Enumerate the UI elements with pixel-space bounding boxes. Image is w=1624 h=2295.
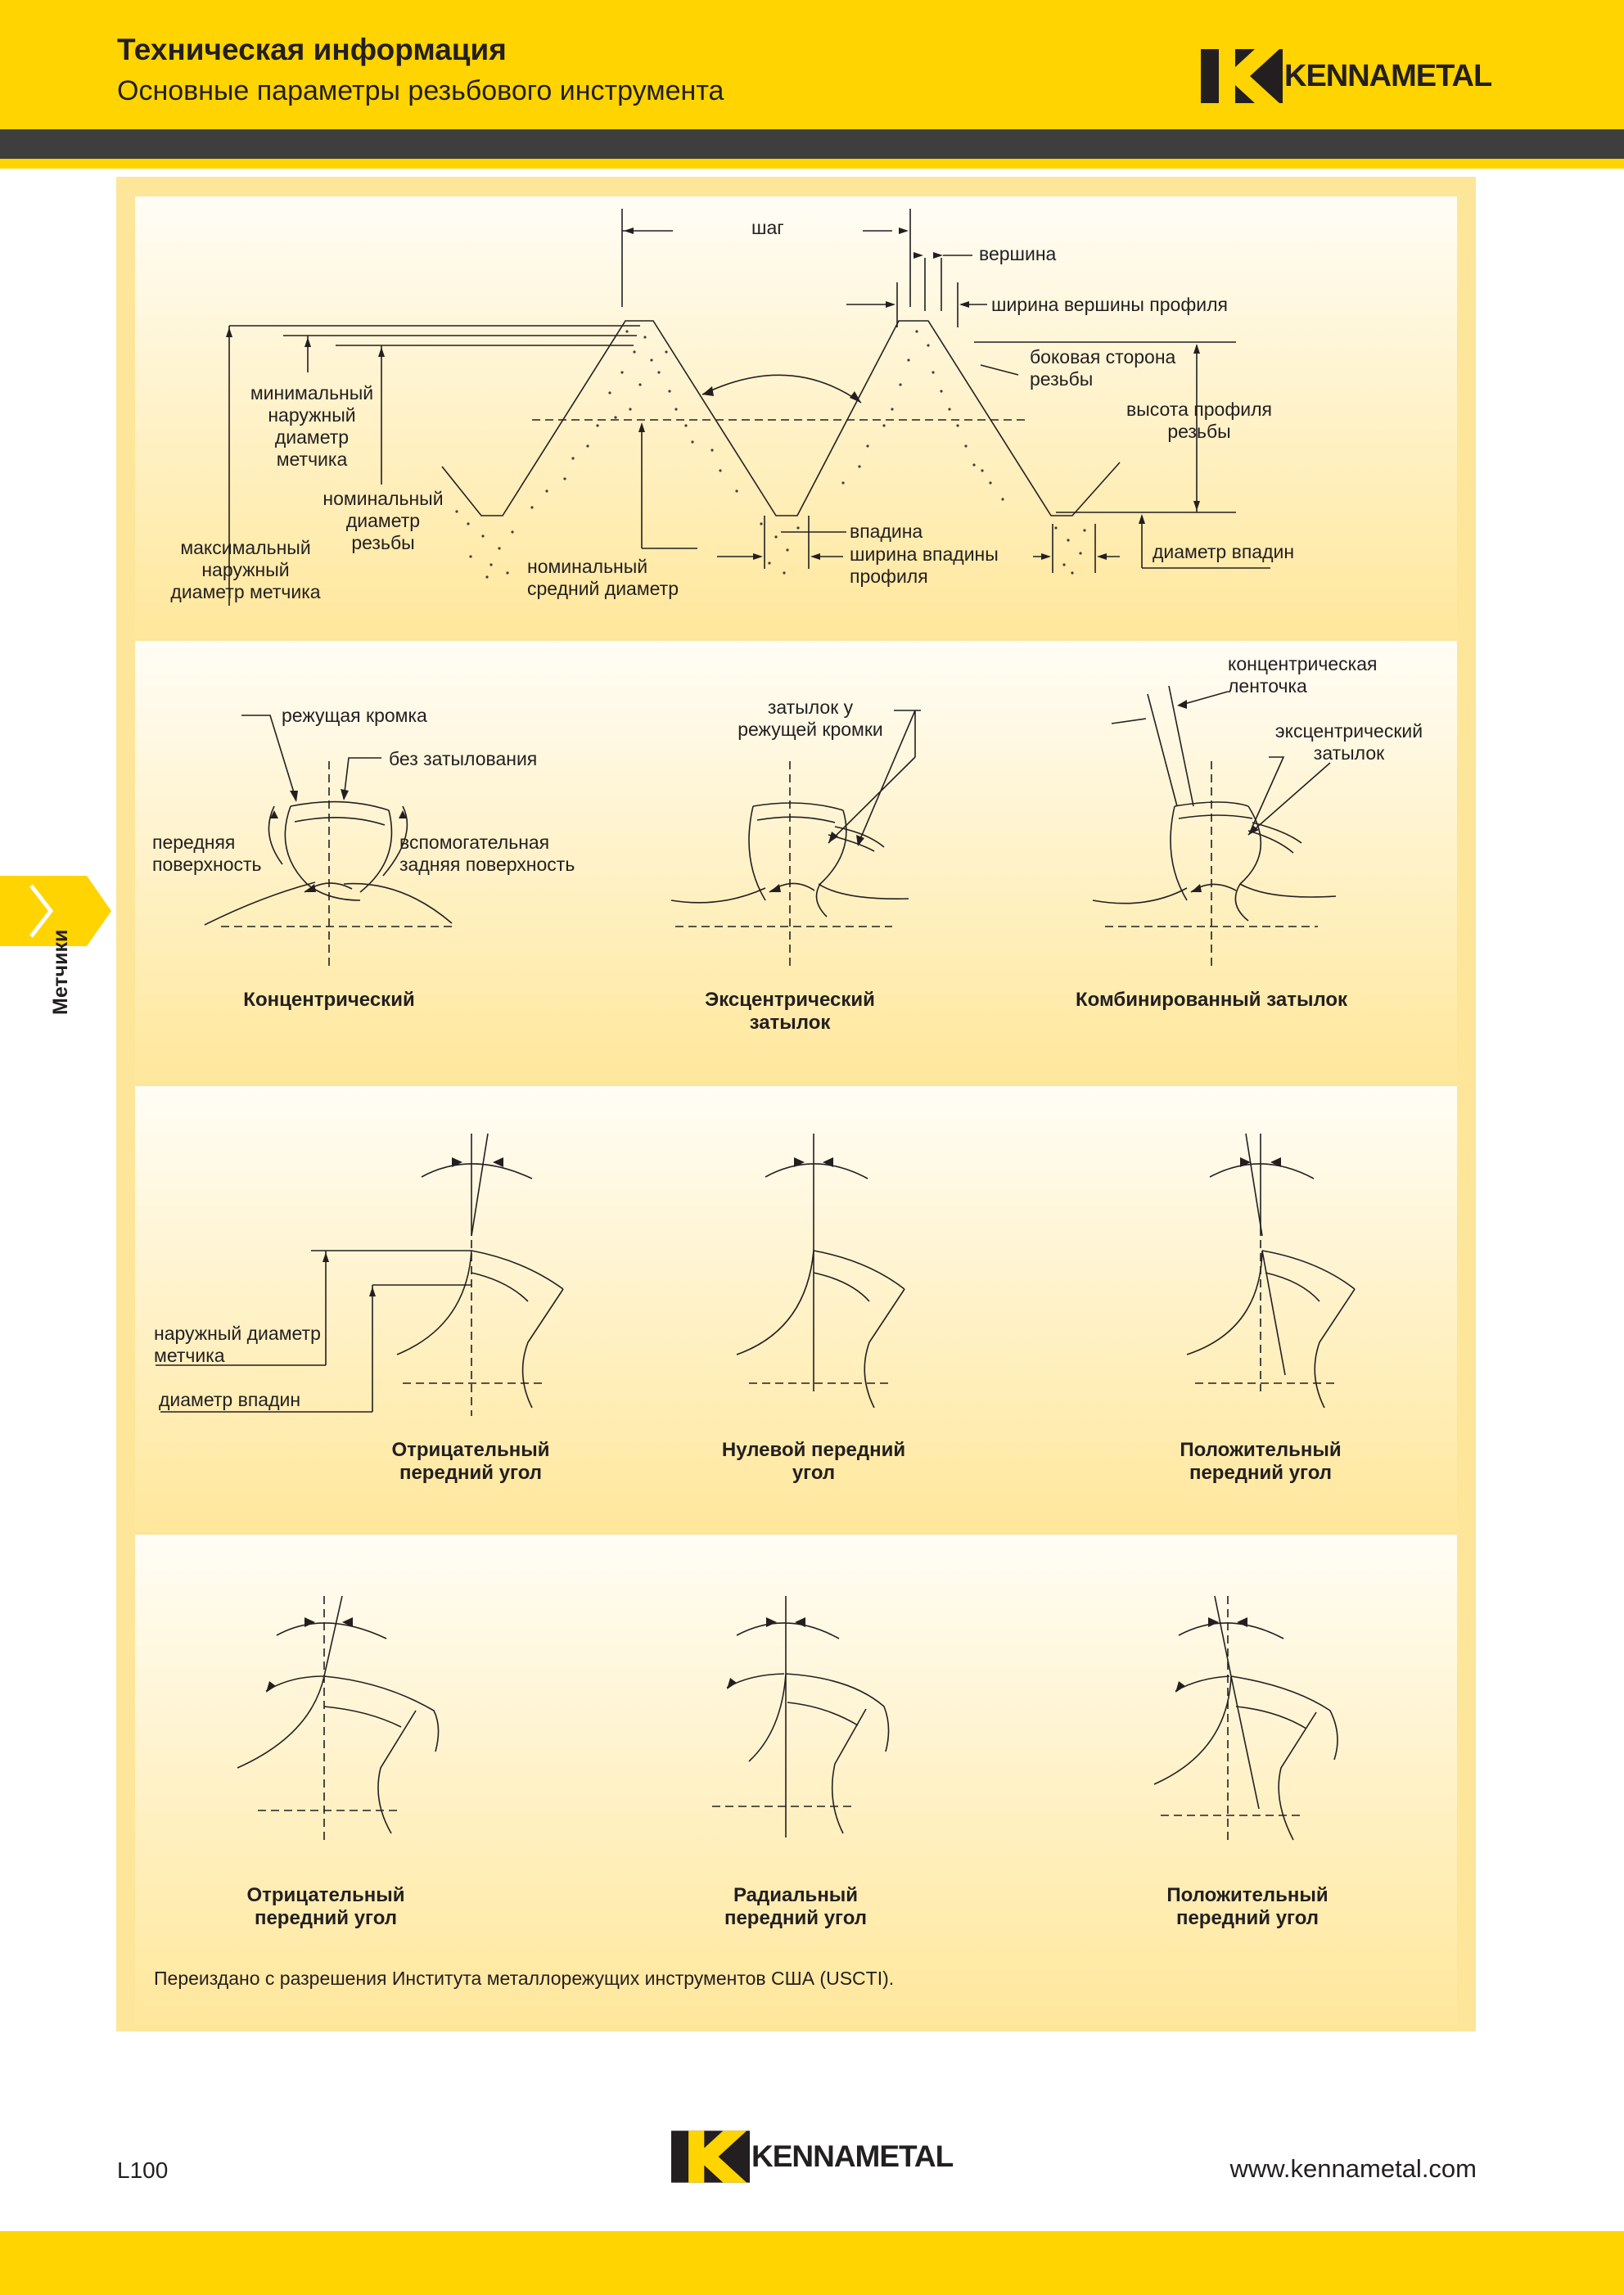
label-hook-minor-diameter: диаметр впадин	[159, 1389, 301, 1410]
caption-eccentric: Эксцентрический затылок	[705, 989, 875, 1034]
caption-combined: Комбинированный затылок	[1075, 989, 1348, 1011]
footer-url[interactable]: www.kennametal.com	[1229, 2154, 1477, 2183]
page-number: L100	[117, 2157, 169, 2183]
kennametal-k-icon	[671, 2130, 750, 2183]
label-pitch: шаг	[751, 217, 784, 238]
label-hook-major-diameter: наружный диаметр метчика	[154, 1323, 321, 1366]
header-band	[0, 129, 1624, 159]
label-eccentric-edge-relief: затылок у режущей кромки	[738, 697, 883, 740]
label-min-major: минимальный наружный диаметр метчика	[250, 382, 374, 470]
label-crest: вершина	[979, 243, 1057, 264]
label-no-relief: без затылования	[389, 748, 538, 769]
page-header	[0, 0, 1624, 129]
caption-concentric: Концентрический	[243, 989, 415, 1011]
label-minor-diameter: диаметр впадин	[1153, 541, 1295, 562]
caption-hook-positive: Положительный передний угол	[1180, 1439, 1342, 1484]
thread-profile-panel	[135, 196, 1457, 638]
page-title: Техническая информация	[117, 33, 507, 66]
side-tab-arrow-icon	[0, 876, 111, 946]
footer-band	[0, 2231, 1624, 2295]
reprint-note: Переиздано с разрешения Института металл…	[154, 1968, 895, 1989]
caption-hook-zero: Нулевой передний угол	[721, 1439, 906, 1484]
label-cutting-edge: режущая кромка	[282, 705, 427, 726]
page-subtitle: Основные параметры резьбового инструмент…	[117, 75, 724, 106]
label-face: передняя поверхность	[152, 832, 262, 875]
label-basic-major: номинальный диаметр резьбы	[323, 488, 444, 553]
label-crest-width: ширина вершины профиля	[991, 294, 1228, 315]
label-root-width: ширина впадины профиля	[850, 543, 999, 587]
caption-rake-negative: Отрицательный передний угол	[246, 1884, 405, 1929]
header-brand: KENNAMETAL	[1284, 58, 1492, 93]
header-stripe	[0, 159, 1624, 169]
caption-rake-positive: Положительный передний угол	[1166, 1884, 1329, 1929]
label-pitch-diameter: номинальный средний диаметр	[527, 556, 679, 599]
footer-logo: KENNAMETAL	[671, 2130, 954, 2183]
footer-brand: KENNAMETAL	[751, 2139, 954, 2173]
label-heel: вспомогательная задняя поверхность	[399, 832, 575, 875]
header-logo: KENNAMETAL	[1201, 49, 1492, 103]
label-eccentric-relief: эксцентрический затылок	[1274, 720, 1423, 764]
rake-panel	[135, 1535, 1457, 2026]
label-concentric-margin: концентрическая ленточка	[1228, 653, 1378, 697]
kennametal-k-icon	[1201, 49, 1283, 103]
caption-rake-radial: Радиальный передний угол	[724, 1884, 868, 1929]
relief-panel	[135, 641, 1457, 1083]
label-max-major: максимальный наружный диаметр метчика	[170, 537, 321, 602]
label-thread-height: высота профиля резьбы	[1126, 399, 1272, 442]
label-flank: боковая сторона резьбы	[1030, 346, 1176, 390]
label-root: впадина	[850, 521, 923, 542]
caption-hook-negative: Отрицательный передний угол	[391, 1439, 550, 1484]
